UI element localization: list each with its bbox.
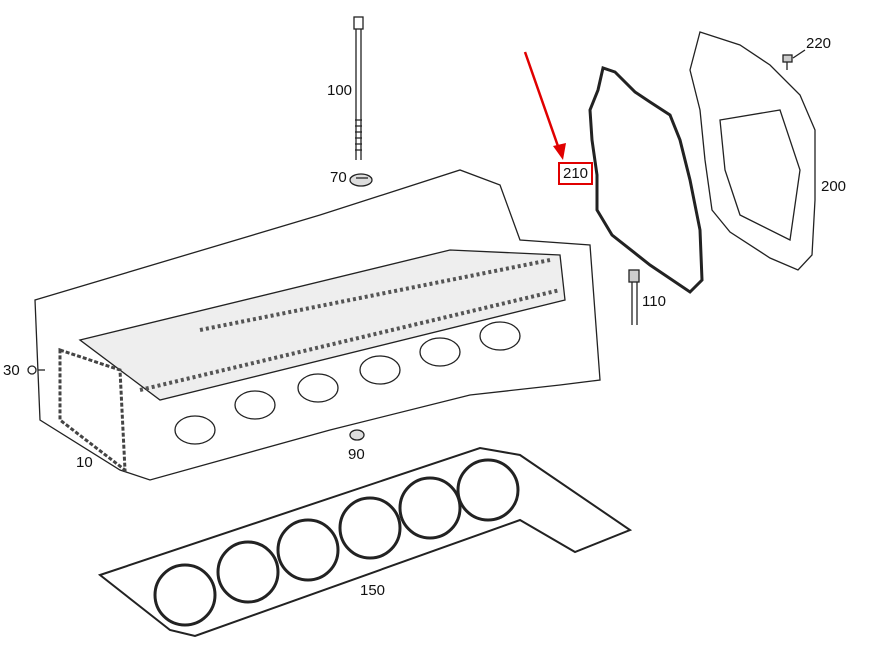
callout-210-highlighted[interactable]: 210 [558, 162, 594, 185]
timing-cover-200 [689, 31, 816, 271]
callout-100[interactable]: 100 [327, 82, 353, 99]
callout-90[interactable]: 90 [348, 446, 365, 463]
callout-10[interactable]: 10 [76, 454, 93, 471]
callout-220[interactable]: 220 [806, 35, 832, 52]
callout-70[interactable]: 70 [330, 169, 347, 186]
callout-200[interactable]: 200 [821, 178, 847, 195]
bolt-110 [628, 269, 640, 325]
cylinder-head-10 [34, 169, 601, 481]
callout-110[interactable]: 110 [642, 293, 666, 310]
bolt-100 [353, 16, 364, 160]
callout-150[interactable]: 150 [360, 582, 386, 599]
timing-cover-gasket-210 [588, 66, 704, 294]
bolt-220 [782, 54, 793, 70]
plug-90 [349, 429, 365, 441]
plug-30 [27, 365, 37, 375]
head-gasket-150 [97, 446, 633, 638]
callout-30[interactable]: 30 [3, 362, 20, 379]
highlight-arrow [523, 51, 566, 160]
washer-70 [349, 173, 373, 187]
